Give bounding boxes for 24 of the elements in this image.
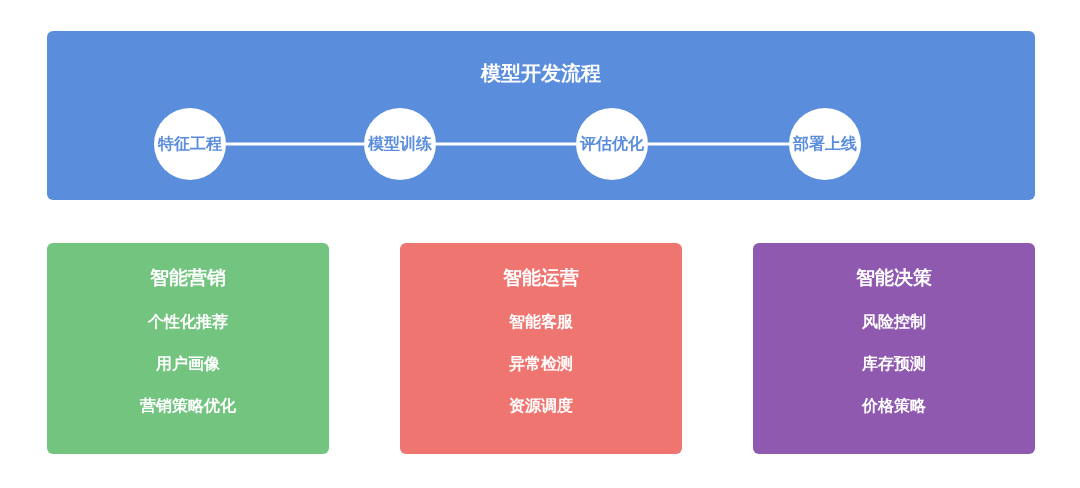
step-circle: 评估优化 [576, 108, 648, 180]
process-panel [47, 31, 1035, 200]
list-item: 库存预测 [861, 356, 927, 372]
list-item: 资源调度 [508, 398, 574, 414]
step-circle: 部署上线 [789, 108, 861, 180]
connector-line [436, 142, 576, 146]
heading: 智能运营 [502, 268, 580, 287]
heading: 模型开发流程 [479, 63, 602, 83]
heading: 智能决策 [855, 268, 933, 287]
list-item: 价格策略 [860, 398, 927, 414]
category-card [400, 243, 682, 454]
connector-line [648, 142, 789, 146]
heading: 智能营销 [149, 268, 227, 287]
step-circle: 特征工程 [154, 108, 226, 180]
list-item: 营销策略优化 [139, 398, 237, 414]
list-item: 个性化推荐 [147, 314, 229, 330]
list-item: 用户画像 [155, 356, 221, 372]
category-card [47, 243, 329, 454]
list-item: 异常检测 [508, 356, 574, 372]
step-circle: 模型训练 [364, 108, 436, 180]
list-item: 风险控制 [861, 314, 927, 330]
connector-line [226, 142, 364, 146]
category-card [753, 243, 1035, 454]
list-item: 智能客服 [508, 314, 574, 330]
